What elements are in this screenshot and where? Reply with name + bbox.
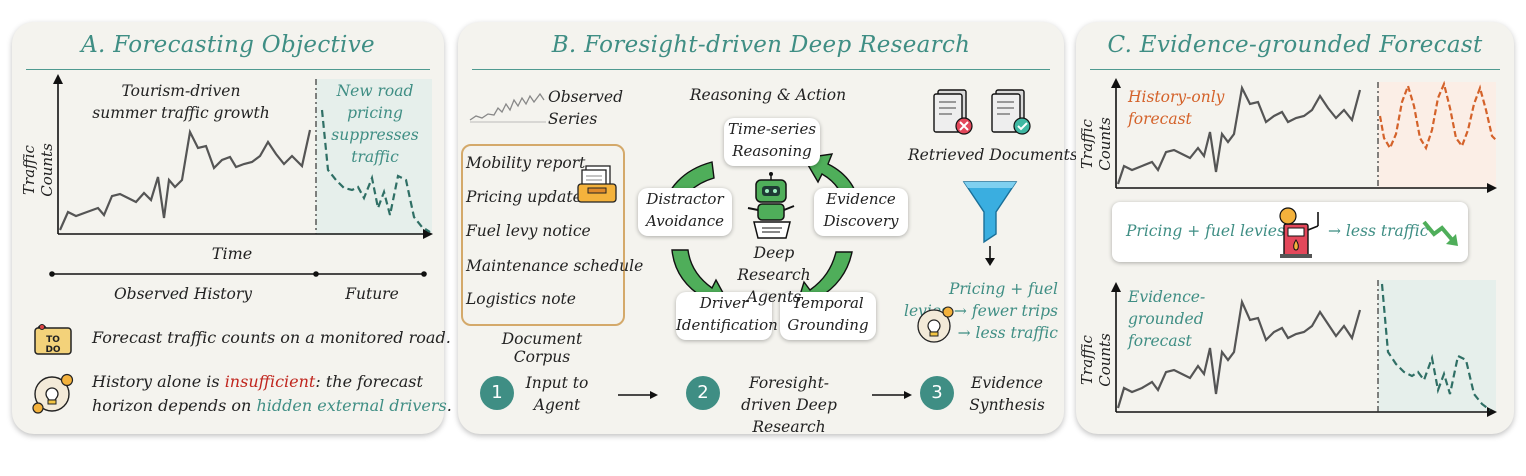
panel-evidence-forecast: C. Evidence-grounded Forecast History-on…: [1076, 22, 1514, 434]
step-1-label: Input to Agent: [525, 374, 589, 414]
insight-text-a: History alone is: [92, 372, 225, 391]
gas-pump-icon: [1279, 207, 1319, 258]
future-series-line: [320, 109, 431, 233]
insight-line-2: horizon depends on hidden external drive…: [92, 396, 452, 415]
history-only-chart: [1111, 78, 1497, 193]
evidence-forecast-line: [1380, 283, 1491, 411]
panel-a-title: A. Forecasting Objective: [81, 32, 375, 58]
task-text: Forecast traffic counts on a monitored r…: [92, 328, 451, 347]
x-axis-label: Time: [211, 244, 253, 263]
card-time-series-reasoning: Time-series Reasoning: [724, 118, 820, 166]
history-chart: [49, 74, 433, 277]
funnel-icon: [962, 181, 1018, 266]
step-1-badge: 1: [480, 376, 514, 410]
panel-b-title: B. Foresight-driven Deep Research: [551, 32, 971, 58]
future-region: [316, 79, 432, 235]
card-evidence-discovery: Evidence Discovery: [814, 188, 908, 236]
step-3-label: Evidence Synthesis: [969, 374, 1045, 414]
bottom-future-region: [1378, 280, 1496, 412]
y-axis-label: Traffic Counts: [20, 143, 56, 197]
title-divider: [1090, 69, 1500, 70]
observed-series-thumbnail: [469, 92, 546, 123]
label-future: Future: [345, 285, 399, 303]
insight-line-1: History alone is insufficient: the forec…: [92, 372, 423, 391]
lightbulb-insight-icon: [917, 306, 954, 343]
inbox-documents-icon: [577, 165, 617, 203]
agents-label: Deep Research Agents: [737, 244, 811, 306]
document-corpus-box: [461, 144, 625, 326]
step-arrow-2: [872, 391, 912, 399]
evidence-grounded-label: Evidence-grounded forecast: [1128, 288, 1206, 350]
top-history-line: [1116, 84, 1362, 185]
evidence-grounded-chart: [1111, 280, 1497, 417]
panel-c-title: C. Evidence-grounded Forecast: [1107, 32, 1483, 58]
step-3-badge: 3: [920, 376, 954, 410]
card-driver-identification: Driver Identification: [676, 292, 778, 340]
panel-forecasting-objective: A. Forecasting Objective Tourism-driven …: [12, 22, 452, 434]
trend-down-icon: [1422, 220, 1458, 246]
step-2-label: Foresight-driven Deep Research: [741, 374, 837, 436]
step-2-badge: 2: [686, 376, 720, 410]
retrieved-documents-label: Retrieved Documents: [908, 146, 1078, 164]
corpus-item-logistics: Logistics note: [466, 290, 576, 308]
robot-agent-icon: [747, 172, 795, 239]
observed-note: Tourism-driven summer traffic growth: [92, 82, 270, 122]
card-distractor-avoidance: Distractor Avoidance: [638, 188, 732, 236]
reasoning-title: Reasoning & Action: [689, 86, 847, 104]
driver-effect-left: Pricing + fuel levies: [1126, 222, 1285, 240]
observed-series-line: [58, 128, 312, 231]
bottom-y-axis-label: Traffic Counts: [1078, 333, 1114, 387]
document-reject-icon: [933, 89, 973, 135]
future-note: New road pricing suppresses traffic: [331, 82, 419, 166]
hidden-drivers-highlight: hidden external drivers: [256, 396, 447, 415]
insight-text-c: horizon depends on: [92, 396, 257, 415]
history-only-label: History-only forecast: [1128, 88, 1225, 128]
todo-icon-text: TO DO: [45, 335, 61, 355]
corpus-item-pricing: Pricing update: [466, 188, 582, 206]
todo-note-icon: TO DO: [32, 322, 74, 356]
insight-emphasis: insufficient: [224, 372, 316, 391]
lightbulb-coins-icon: [32, 372, 76, 416]
corpus-label: Document Corpus: [501, 330, 583, 366]
insight-text-b: : the forecast: [315, 372, 423, 391]
insight-text-end: .: [446, 396, 452, 415]
bottom-history-line: [1116, 298, 1362, 409]
title-divider: [472, 69, 1050, 70]
observed-series-label: Observed Series: [548, 88, 624, 128]
label-observed-history: Observed History: [113, 285, 253, 303]
document-accept-icon: [991, 89, 1031, 135]
title-divider: [26, 69, 430, 70]
panel-deep-research: B. Foresight-driven Deep Research Observ…: [458, 22, 1078, 436]
history-only-forecast-line: [1378, 80, 1497, 151]
corpus-item-maintenance: Maintenance schedule: [466, 257, 644, 275]
driver-effect-right: → less traffic: [1328, 222, 1429, 240]
card-temporal-grounding: Temporal Grounding: [780, 292, 876, 340]
step-arrow-1: [618, 391, 658, 399]
corpus-item-mobility: Mobility report: [466, 154, 586, 172]
corpus-item-fuel: Fuel levy notice: [466, 222, 591, 240]
